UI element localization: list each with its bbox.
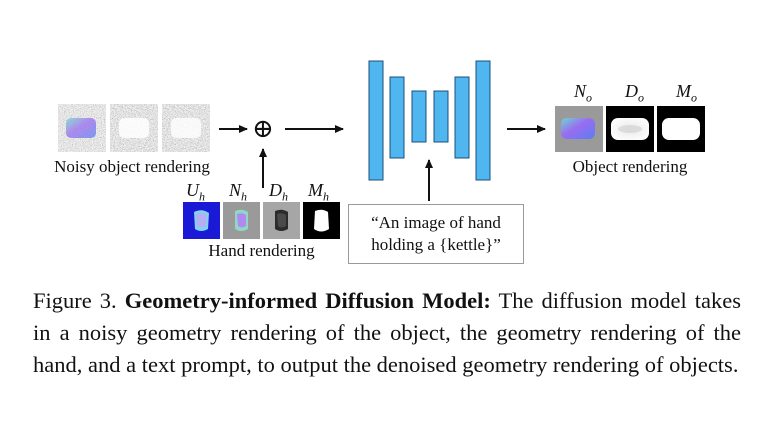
text-prompt-line-1: “An image of hand [371,213,501,232]
hand-mask-thumbnail [303,202,340,239]
caption-prefix: Figure 3. [33,288,117,313]
diagram-connectors [219,60,546,201]
hand-normal-symbol: Nh [229,180,248,204]
hand-depth-symbol: Dh [269,180,288,204]
unet-decoder-bar-1 [454,76,470,159]
unet-decoder-bar-2 [475,60,491,181]
unet-encoder-bar-2 [389,76,405,159]
unet-encoder-bar-1 [368,60,384,181]
unet-bottleneck-bar-1 [411,90,427,143]
hand-normal-thumbnail [223,202,260,239]
noisy-depth-thumbnail [110,104,158,152]
text-prompt-line-2: holding a {kettle}” [371,235,501,254]
object-depth-thumbnail [606,106,654,152]
figure-caption: Figure 3. Geometry-informed Diffusion Mo… [33,285,741,381]
object-normal-symbol: No [574,81,593,105]
object-normal-thumbnail [555,106,603,152]
object-depth-symbol: Do [625,81,644,105]
plus-circle-icon: ⊕ [252,114,274,143]
noisy-normal-thumbnail [58,104,106,152]
hand-uv-thumbnail [183,202,220,239]
text-prompt-box: “An image of hand holding a {kettle}” [348,204,524,264]
hand-depth-thumbnail [263,202,300,239]
caption-body: The diffusion model takes in a noisy geo… [33,288,741,377]
hand-rendering-label: Hand rendering [208,241,315,260]
hand-uv-symbol: Uh [186,180,205,204]
object-rendering-label: Object rendering [572,157,688,176]
hand-mask-symbol: Mh [308,180,329,204]
unet-model [368,60,491,181]
noisy-object-rendering-label: Noisy object rendering [54,157,210,176]
caption-title: Geometry-informed Diffusion Model: [124,288,491,313]
object-mask-symbol: Mo [676,81,697,105]
unet-bottleneck-bar-2 [433,90,449,143]
object-mask-thumbnail [657,106,705,152]
noisy-mask-thumbnail [162,104,210,152]
